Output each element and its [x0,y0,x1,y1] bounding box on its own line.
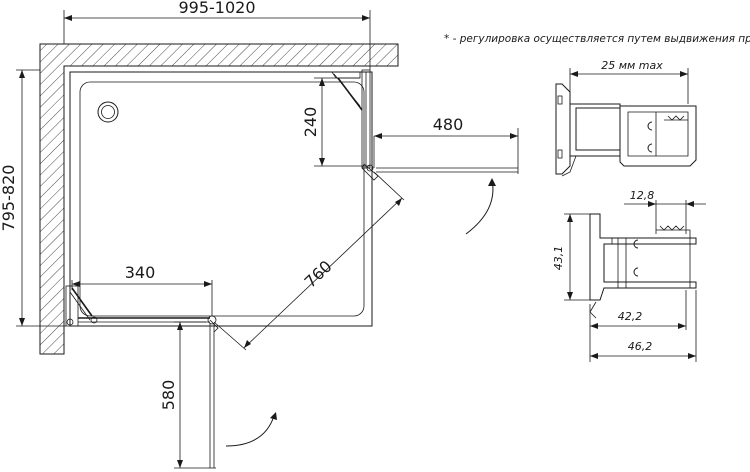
dim-diagonal-label: 760 [301,257,336,292]
dim-left-height: 795-820 [0,69,66,327]
dim-top-width-label: 995-1020 [178,0,255,17]
dim-bottom-offset-label: 580 [159,380,178,411]
dim-right-offset: 240 [301,77,370,167]
profile-detail-top: 25 мм max [555,59,697,177]
profile-bottom-dim-422: 42,2 [618,310,643,323]
profile-top-width-label: 25 мм max [601,59,663,72]
dim-left-height-label: 795-820 [0,165,18,232]
profile-bottom-dim-128: 12,8 [630,189,655,202]
walls [39,43,399,355]
dim-bottom-offset: 580 [159,321,208,469]
dim-right-offset-label: 240 [301,107,320,138]
door-right-open [376,166,519,174]
dim-right-door: 480 [373,115,519,168]
dim-top-width: 995-1020 [63,0,371,70]
shower-tray [69,71,373,327]
profile-bottom-dim-462: 46,2 [628,340,653,353]
profile-detail-bottom: 12,8 43,1 42,2 46,2 [552,189,706,362]
swing-arrow-right-icon [465,178,496,235]
profile-bottom-dim-431: 43,1 [552,246,565,271]
dim-right-door-label: 480 [433,115,464,134]
swing-arrow-bottom-icon [225,412,277,447]
dim-diagonal: 760 [213,171,405,351]
drain-icon [97,101,119,123]
dim-bottom-door: 340 [71,263,213,316]
door-bottom-open [208,319,219,469]
adjustment-note: * - регулировка осуществляется путем выд… [444,33,750,45]
enclosure-panels [65,69,379,327]
dim-bottom-door-label: 340 [125,263,156,282]
